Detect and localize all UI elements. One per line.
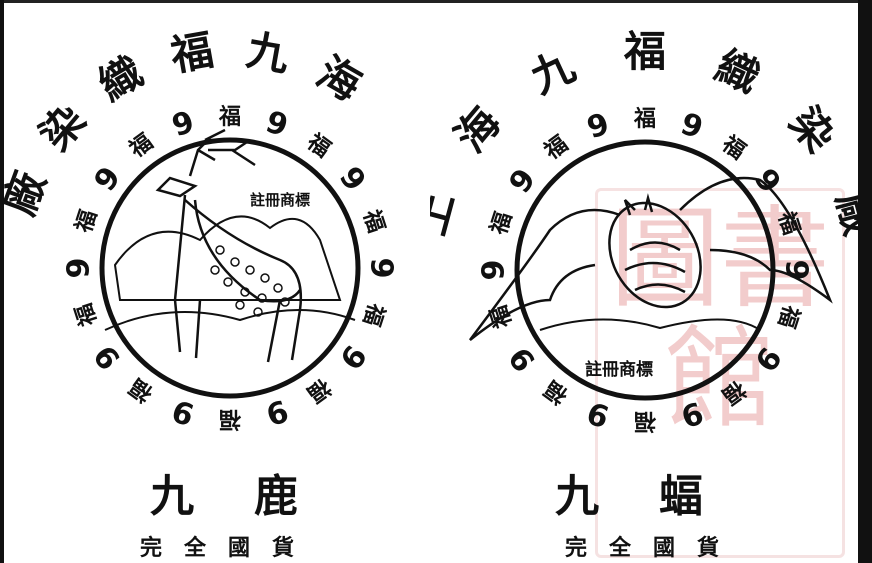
deer-spots	[210, 245, 290, 317]
deer-spot	[260, 273, 270, 283]
ring-number-nine: 9	[583, 394, 614, 434]
ring-fu-character: 福	[125, 373, 159, 408]
banner-character: 海	[445, 98, 510, 162]
banner-character: 織	[90, 47, 151, 110]
banner-character: 福	[623, 27, 666, 76]
banner-character: 福	[166, 25, 217, 81]
right-brand-name: 九蝠	[555, 471, 763, 522]
banner-character: 九	[243, 25, 293, 81]
ring-number-nine: 9	[168, 104, 199, 144]
ring-fu-character: 福	[634, 408, 657, 434]
ring-number-nine: 9	[168, 392, 199, 432]
ring-number-nine: 9	[261, 392, 292, 432]
ring-fu-character: 福	[358, 206, 390, 236]
left-trademark-label: 註冊商標	[250, 191, 310, 209]
right-tagline: 完全國貨	[565, 535, 742, 561]
ring-fu-character: 福	[773, 301, 805, 331]
deer-spot	[257, 293, 267, 303]
deer-spot	[280, 297, 290, 307]
ring-number-nine: 9	[502, 340, 543, 377]
left-emblem-ring	[99, 137, 361, 399]
scan-left-edge	[0, 0, 4, 563]
banner-character: 廠	[0, 165, 55, 221]
ring-number-nine: 9	[62, 258, 97, 279]
scan-right-edge	[858, 0, 872, 563]
ring-number-nine: 9	[332, 160, 373, 197]
ring-fu-character: 福	[218, 104, 241, 130]
ring-fu-character: 福	[540, 375, 574, 410]
ring-number-nine: 9	[747, 162, 788, 199]
banner-character: 染	[780, 98, 845, 162]
banner-character: 九	[523, 41, 582, 103]
ring-fu-character: 福	[302, 373, 336, 408]
ring-fu-character: 福	[124, 129, 158, 164]
right-ground-line	[539, 318, 761, 331]
ground-line	[104, 309, 356, 331]
ring-number-nine: 9	[364, 258, 399, 279]
ring-fu-character: 福	[485, 209, 517, 239]
deer-spot	[223, 277, 233, 287]
ring-fu-character: 福	[716, 130, 750, 165]
ring-fu-character: 福	[301, 128, 335, 163]
deer-spot	[235, 300, 245, 310]
ring-fu-character: 福	[633, 106, 656, 132]
ring-number-nine: 9	[261, 104, 292, 144]
deer-spot	[240, 287, 250, 297]
scan-top-edge	[0, 0, 872, 3]
ring-fu-character: 福	[717, 375, 751, 410]
deer-spot	[245, 265, 255, 275]
deer-spot	[210, 265, 220, 275]
ring-fu-character: 福	[71, 300, 103, 330]
banner-character: 染	[30, 96, 95, 160]
ring-number-nine: 9	[87, 160, 128, 197]
banner-character: 廠	[827, 187, 858, 240]
banner-character: 上	[430, 187, 463, 240]
deer-spot	[230, 257, 240, 267]
left-tagline: 完全國貨	[140, 535, 317, 561]
ring-number-nine: 9	[477, 260, 512, 281]
cloud-scenery	[113, 215, 342, 301]
deer-spot	[215, 245, 225, 255]
ring-number-nine: 9	[87, 338, 128, 375]
deer-illustration	[155, 128, 303, 363]
ring-fu-character: 福	[219, 406, 242, 432]
deer-spot	[253, 307, 263, 317]
ring-number-nine: 9	[676, 106, 707, 146]
ring-number-nine: 9	[502, 162, 543, 199]
ring-number-nine: 9	[332, 338, 373, 375]
bat-illustration	[468, 176, 833, 341]
left-brand-name: 九鹿	[150, 471, 358, 522]
ring-number-nine: 9	[747, 340, 788, 377]
deer-spot	[273, 283, 283, 293]
ring-fu-character: 福	[539, 131, 573, 166]
right-trademark-label: 註冊商標	[585, 359, 653, 380]
banner-character: 織	[708, 41, 767, 103]
banner-character: 海	[309, 47, 370, 110]
ring-fu-character: 福	[70, 207, 102, 237]
ring-number-nine: 9	[676, 394, 707, 434]
ring-fu-character: 福	[358, 299, 390, 329]
ring-number-nine: 9	[583, 106, 614, 146]
right-banner-text: 上海九福織染廠	[430, 27, 858, 240]
